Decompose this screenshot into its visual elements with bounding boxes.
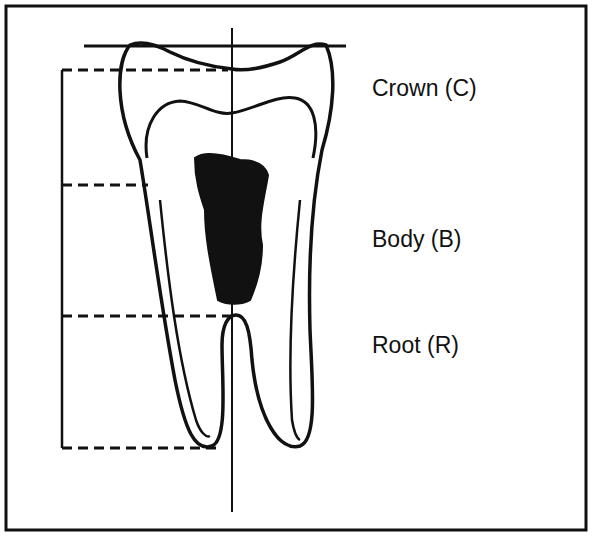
- section-label: Root (R): [372, 333, 459, 358]
- root-inner-line: [290, 200, 300, 440]
- root-inner-line: [160, 200, 210, 436]
- crown-level: [62, 69, 228, 72]
- axis-line: [231, 28, 233, 512]
- enamel-line: [146, 98, 316, 158]
- section-label: Crown (C): [372, 76, 477, 101]
- occlusal-line: [84, 45, 346, 48]
- apex-level: [62, 447, 216, 450]
- frame: [6, 6, 586, 530]
- root-level: [62, 315, 232, 318]
- measure-bracket: [61, 70, 64, 448]
- tooth-outline: [120, 43, 333, 447]
- body-level: [62, 184, 148, 187]
- section-label: Body (B): [372, 227, 461, 252]
- measure-lines: [62, 70, 232, 448]
